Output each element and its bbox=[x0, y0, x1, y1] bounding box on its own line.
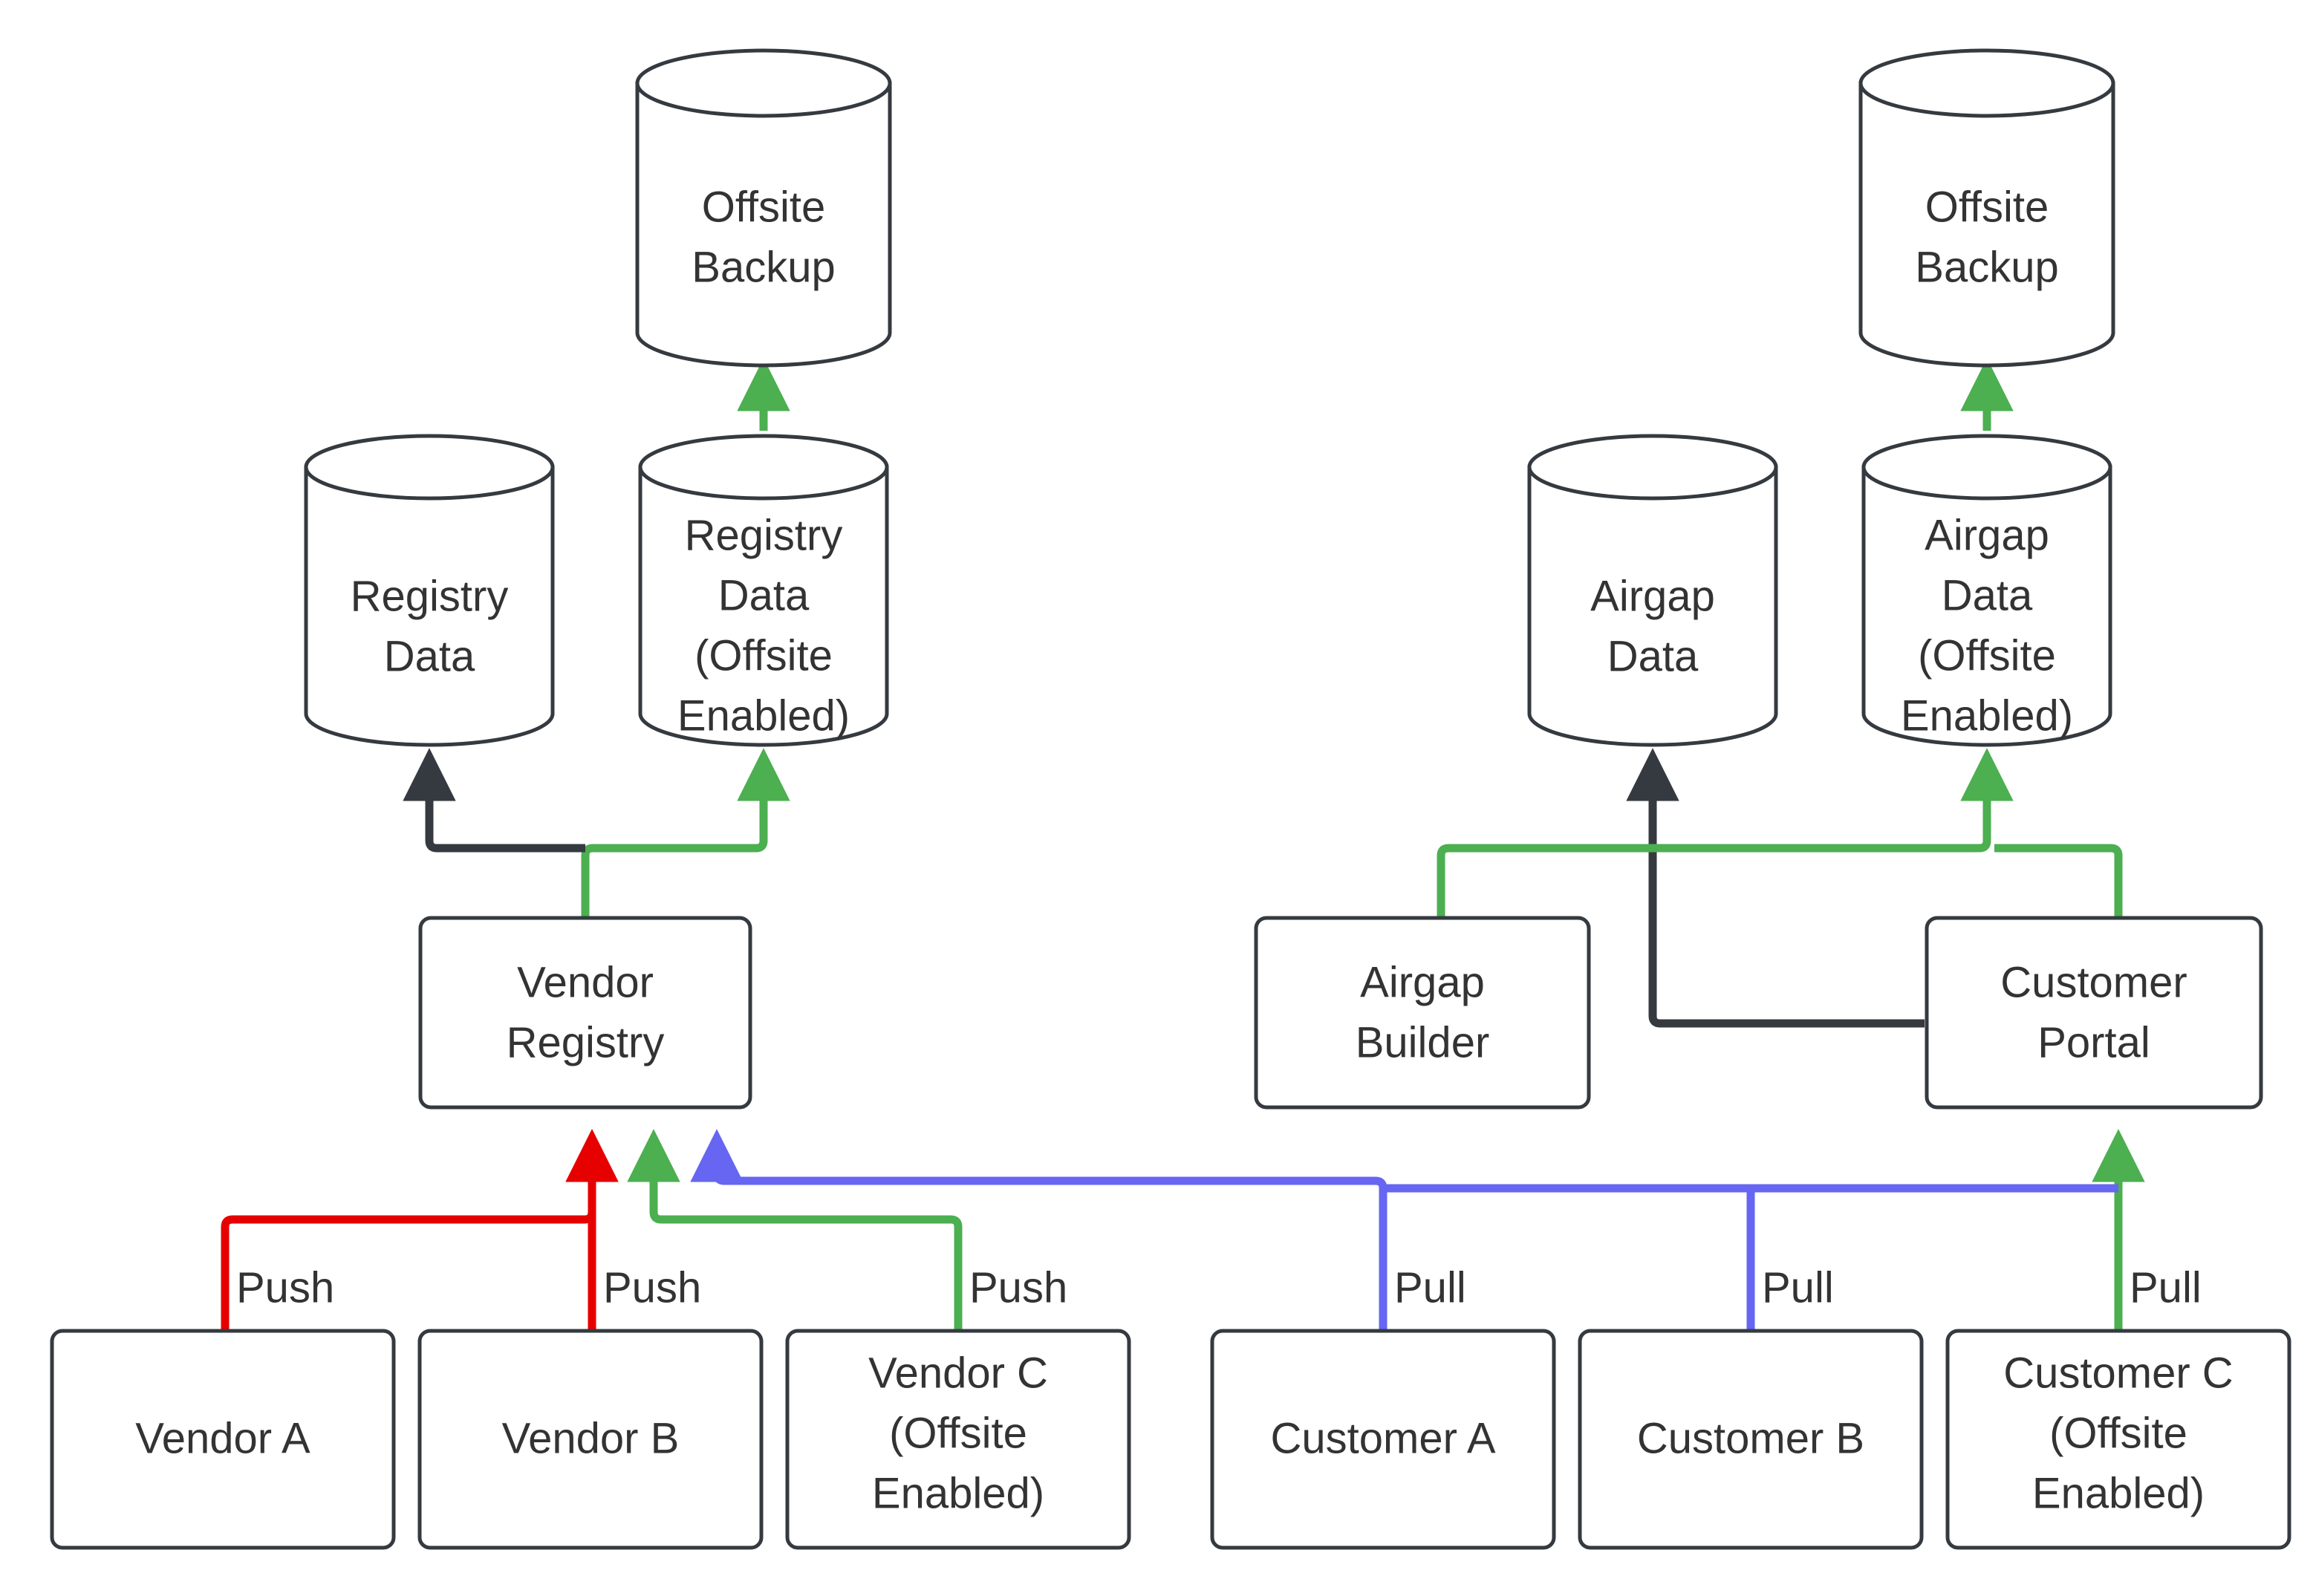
edge-vendor-b-to-registry: Push bbox=[565, 1129, 701, 1329]
node-label-line2: (Offsite bbox=[889, 1409, 1027, 1457]
edge-line bbox=[1437, 748, 2014, 916]
node-box bbox=[418, 916, 752, 1110]
node-offsite-backup-right[interactable]: Offsite Backup bbox=[1858, 48, 2115, 368]
node-box bbox=[785, 1329, 1131, 1550]
node-label-line2: Data bbox=[384, 632, 475, 680]
edge-line bbox=[1626, 748, 1925, 1028]
node-label-line3: (Offsite bbox=[694, 631, 833, 680]
edge-label-push-3: Push bbox=[969, 1263, 1067, 1312]
node-offsite-backup-left[interactable]: Offsite Backup bbox=[635, 48, 892, 368]
edge-line-green bbox=[581, 748, 790, 916]
node-airgap-data[interactable]: Airgap Data bbox=[1527, 434, 1778, 747]
cylinder-body bbox=[304, 465, 555, 747]
node-label-line2: Registry bbox=[507, 1018, 665, 1066]
node-label-line1: Airgap bbox=[1925, 511, 2049, 559]
node-label-line2: Data bbox=[718, 571, 810, 619]
node-vendor-c[interactable]: Vendor C (Offsite Enabled) bbox=[785, 1329, 1131, 1550]
node-label-line2: Portal bbox=[2037, 1018, 2150, 1066]
edge-portal-to-airgap-data bbox=[1626, 748, 1925, 1028]
node-label-line1: Registry bbox=[351, 572, 509, 620]
edge-vendor-c-to-registry: Push bbox=[627, 1129, 1067, 1329]
node-customer-portal[interactable]: Customer Portal bbox=[1925, 916, 2263, 1110]
node-registry-data-offsite[interactable]: Registry Data (Offsite Enabled) bbox=[638, 434, 889, 747]
node-box bbox=[1254, 916, 1591, 1110]
node-customer-a[interactable]: Customer A bbox=[1210, 1329, 1556, 1550]
cylinder-top bbox=[1527, 434, 1778, 501]
node-customer-c[interactable]: Customer C (Offsite Enabled) bbox=[1945, 1329, 2291, 1550]
edge-customer-a-to-registry: Pull bbox=[690, 1129, 1466, 1329]
node-label-line1: Customer bbox=[2000, 958, 2187, 1006]
node-customer-b[interactable]: Customer B bbox=[1578, 1329, 1924, 1550]
edge-vendor-a-to-registry: Push bbox=[221, 1129, 619, 1329]
node-registry-data[interactable]: Registry Data bbox=[304, 434, 555, 747]
node-label-line1: Registry bbox=[685, 511, 843, 559]
edge-line-dark bbox=[403, 748, 585, 853]
edge-builder-to-airgap-offsite bbox=[1437, 748, 2014, 916]
cylinder-body bbox=[1858, 81, 2115, 368]
node-airgap-data-offsite[interactable]: Airgap Data (Offsite Enabled) bbox=[1861, 434, 2112, 747]
node-box bbox=[417, 1329, 764, 1550]
edge-label-push-2: Push bbox=[603, 1263, 701, 1312]
node-box bbox=[1578, 1329, 1924, 1550]
edge-label-push-1: Push bbox=[236, 1263, 334, 1312]
cylinder-body bbox=[638, 465, 889, 747]
node-label-line1: Customer B bbox=[1637, 1414, 1864, 1462]
edge-label-pull-2: Pull bbox=[1762, 1263, 1834, 1312]
cylinder-top bbox=[638, 434, 889, 501]
node-label-line3: Enabled) bbox=[872, 1469, 1044, 1517]
node-vendor-b[interactable]: Vendor B bbox=[417, 1329, 764, 1550]
node-vendor-a[interactable]: Vendor A bbox=[50, 1329, 396, 1550]
edge-registry-to-data-group bbox=[403, 748, 790, 916]
node-label-line1: Vendor B bbox=[502, 1414, 680, 1462]
node-label-line1: Vendor A bbox=[135, 1414, 310, 1462]
node-label-line2: Backup bbox=[1915, 243, 2058, 291]
node-label-line1: Vendor C bbox=[868, 1349, 1048, 1397]
edge-line bbox=[690, 1129, 1388, 1329]
node-label-line3: (Offsite bbox=[1918, 631, 2056, 680]
cylinder-body bbox=[635, 81, 892, 368]
edge-customer-c-to-portal: Pull bbox=[2092, 1129, 2202, 1329]
node-box bbox=[50, 1329, 396, 1550]
node-label-line1: Offsite bbox=[702, 183, 826, 231]
node-label-line3: Enabled) bbox=[2032, 1469, 2205, 1517]
node-label-line2: Data bbox=[1942, 571, 2033, 619]
node-box bbox=[1925, 916, 2263, 1110]
cylinder-top bbox=[1858, 48, 2115, 118]
edge-portal-to-airgap-offsite bbox=[1994, 844, 2123, 916]
edge-line bbox=[627, 1129, 963, 1329]
edge-label-pull-1: Pull bbox=[1394, 1263, 1466, 1312]
node-label-line4: Enabled) bbox=[1901, 691, 2073, 740]
node-label-line2: (Offsite bbox=[2049, 1409, 2187, 1457]
node-label-line1: Airgap bbox=[1360, 958, 1485, 1006]
edge-line bbox=[1994, 844, 2123, 916]
node-label-line1: Customer A bbox=[1271, 1414, 1496, 1462]
cylinder-top bbox=[635, 48, 892, 118]
node-label-line1: Offsite bbox=[1925, 183, 2049, 231]
node-label-line2: Builder bbox=[1356, 1018, 1490, 1066]
cylinder-body bbox=[1861, 465, 2112, 747]
node-label-line2: Backup bbox=[692, 243, 835, 291]
node-vendor-registry[interactable]: Vendor Registry bbox=[418, 916, 752, 1110]
node-box bbox=[1210, 1329, 1556, 1550]
node-label-line1: Vendor bbox=[517, 958, 654, 1006]
node-label-line4: Enabled) bbox=[677, 691, 850, 740]
cylinder-top bbox=[304, 434, 555, 501]
cylinder-body bbox=[1527, 465, 1778, 747]
node-airgap-builder[interactable]: Airgap Builder bbox=[1254, 916, 1591, 1110]
node-label-line2: Data bbox=[1607, 632, 1699, 680]
edge-label-pull-3: Pull bbox=[2130, 1263, 2202, 1312]
cylinder-top bbox=[1861, 434, 2112, 501]
node-label-line1: Customer C bbox=[2003, 1349, 2233, 1397]
node-box bbox=[1945, 1329, 2291, 1550]
node-label-line1: Airgap bbox=[1590, 572, 1715, 620]
